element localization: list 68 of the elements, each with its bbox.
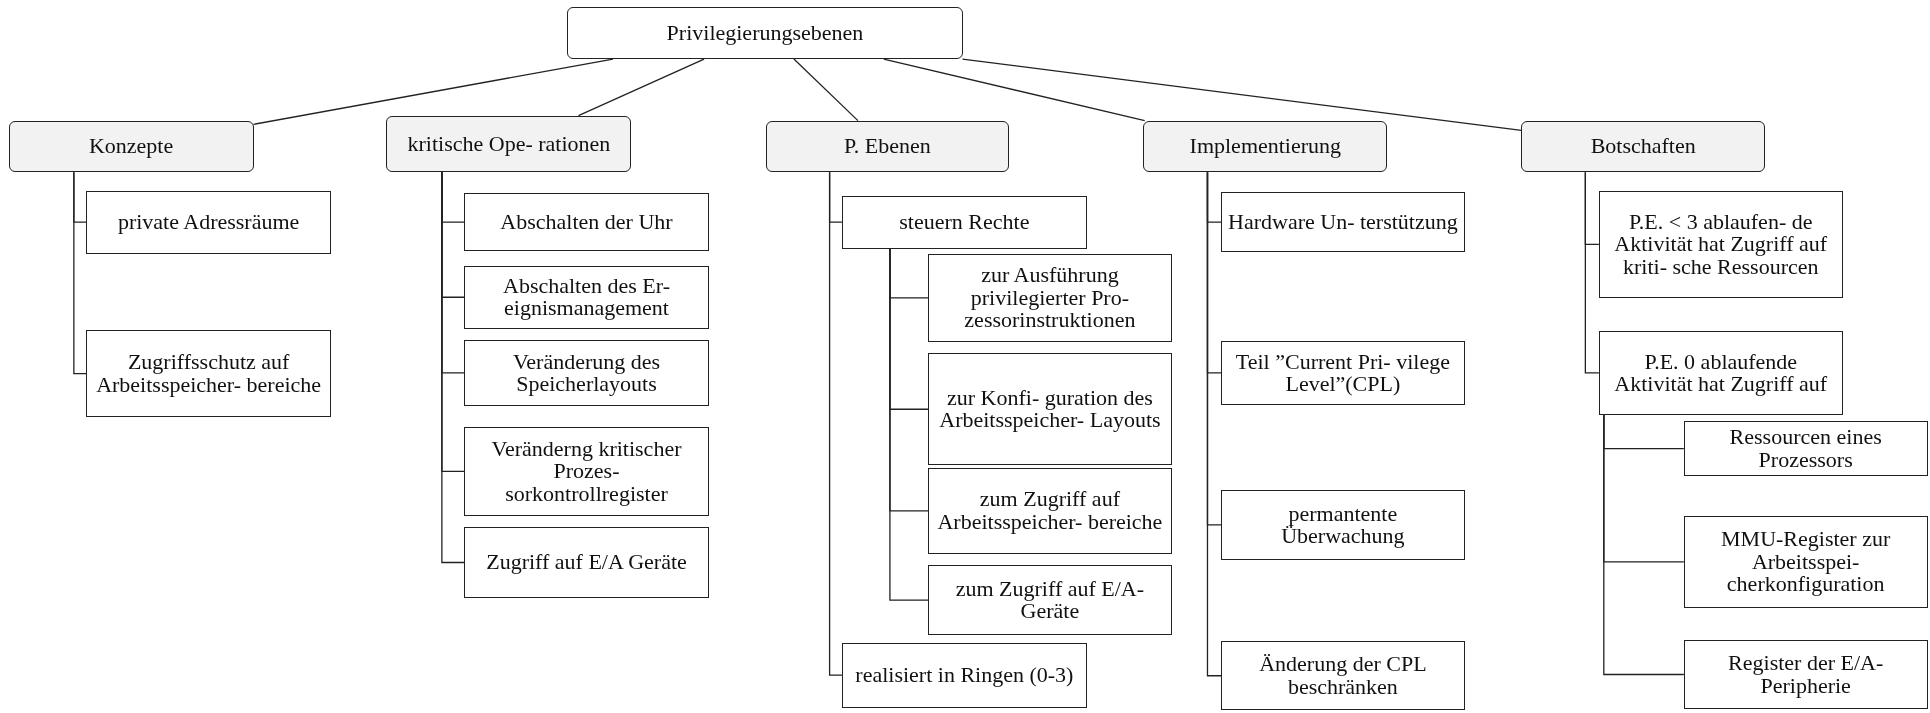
node-text: Teil ”Current Pri- vilege Level”(CPL): [1234, 350, 1451, 396]
item-box: [464, 427, 709, 516]
node-text: permantente Überwachung: [1280, 502, 1406, 548]
node-text: Veränderng kritischer Prozes- sorkontrollregister: [490, 437, 683, 506]
item-box: [1598, 190, 1843, 298]
node-text: kritische Ope- rationen: [407, 132, 611, 156]
category-box: [765, 120, 1010, 173]
item-box: [928, 253, 1172, 343]
node-text: realisiert in Ringen (0-3): [855, 663, 1074, 687]
item-box: [1683, 640, 1928, 709]
node-text: Privilegierungsebenen: [666, 22, 864, 45]
item-box: [86, 190, 332, 254]
node-text: zum Zugriff auf E/A-Geräte: [954, 577, 1146, 623]
node-text: Veränderung des Speicherlayouts: [511, 350, 662, 396]
item-box: [1221, 340, 1465, 405]
node-text: private Adressräume: [117, 210, 300, 234]
category-box: [1521, 120, 1766, 173]
item-box: [464, 526, 709, 599]
connector-line: [252, 58, 614, 125]
category-box: [386, 115, 632, 173]
node-text: zur Konfi- guration des Arbeitsspeicher- Layouts: [938, 386, 1162, 432]
node-text: Änderung der CPL beschränken: [1258, 653, 1428, 699]
node-text: P.E. < 3 ablaufen- de Aktivität hat Zugriff auf kriti- sche Ressourcen: [1613, 210, 1829, 278]
item-box: [464, 265, 709, 329]
root-box: [567, 7, 963, 60]
connector-line: [73, 171, 87, 375]
item-box: [1683, 420, 1928, 477]
node-text: zur Ausführung privilegierter Pro- zessorinstruktionen: [963, 264, 1137, 332]
connector-line: [441, 171, 465, 564]
connector-line: [828, 171, 843, 676]
item-box: [928, 353, 1172, 466]
item-box: [86, 329, 332, 418]
connector-line: [1584, 171, 1600, 374]
connector-line: [1206, 171, 1222, 677]
connector-line: [961, 58, 1522, 132]
item-box: [841, 642, 1087, 708]
connector-line: [1603, 414, 1685, 676]
node-text: steuern Rechte: [899, 210, 1030, 234]
item-box: [1221, 641, 1465, 711]
item-box: [1221, 192, 1465, 253]
node-text: Abschalten der Uhr: [500, 210, 673, 234]
connector-line: [883, 58, 1146, 122]
category-box: [1143, 120, 1388, 173]
node-text: Register der E/A-Peripherie: [1727, 652, 1885, 697]
category-box: [8, 120, 254, 173]
node-text: P. Ebenen: [844, 135, 931, 158]
node-text: Implementierung: [1189, 135, 1342, 158]
item-box: [928, 564, 1172, 636]
node-text: P.E. 0 ablaufende Aktivität hat Zugriff auf: [1613, 350, 1829, 396]
node-text: Botschaften: [1590, 135, 1696, 158]
node-text: Zugriff auf E/A Geräte: [486, 551, 687, 574]
item-box: [464, 193, 709, 252]
node-text: Ressourcen eines Prozessors: [1728, 426, 1883, 472]
node-text: zum Zugriff auf Arbeitsspeicher- bereiche: [936, 488, 1164, 534]
connector-line: [577, 58, 705, 117]
item-box: [1683, 515, 1928, 609]
connector-line: [793, 58, 859, 122]
item-box: [1221, 489, 1465, 561]
item-box: [841, 195, 1087, 249]
node-text: Hardware Un- terstützung: [1228, 210, 1458, 234]
node-text: Zugriffsschutz auf Arbeitsspeicher- bereiche: [95, 351, 323, 396]
node-text: MMU-Register zur Arbeitsspei- cherkonfiguration: [1720, 528, 1892, 596]
connector-line: [889, 248, 929, 601]
item-box: [928, 467, 1172, 554]
node-text: Konzepte: [88, 135, 174, 158]
node-text: Abschalten des Er- eignismanagement: [502, 274, 671, 320]
item-box: [1598, 331, 1843, 415]
item-box: [464, 339, 709, 407]
